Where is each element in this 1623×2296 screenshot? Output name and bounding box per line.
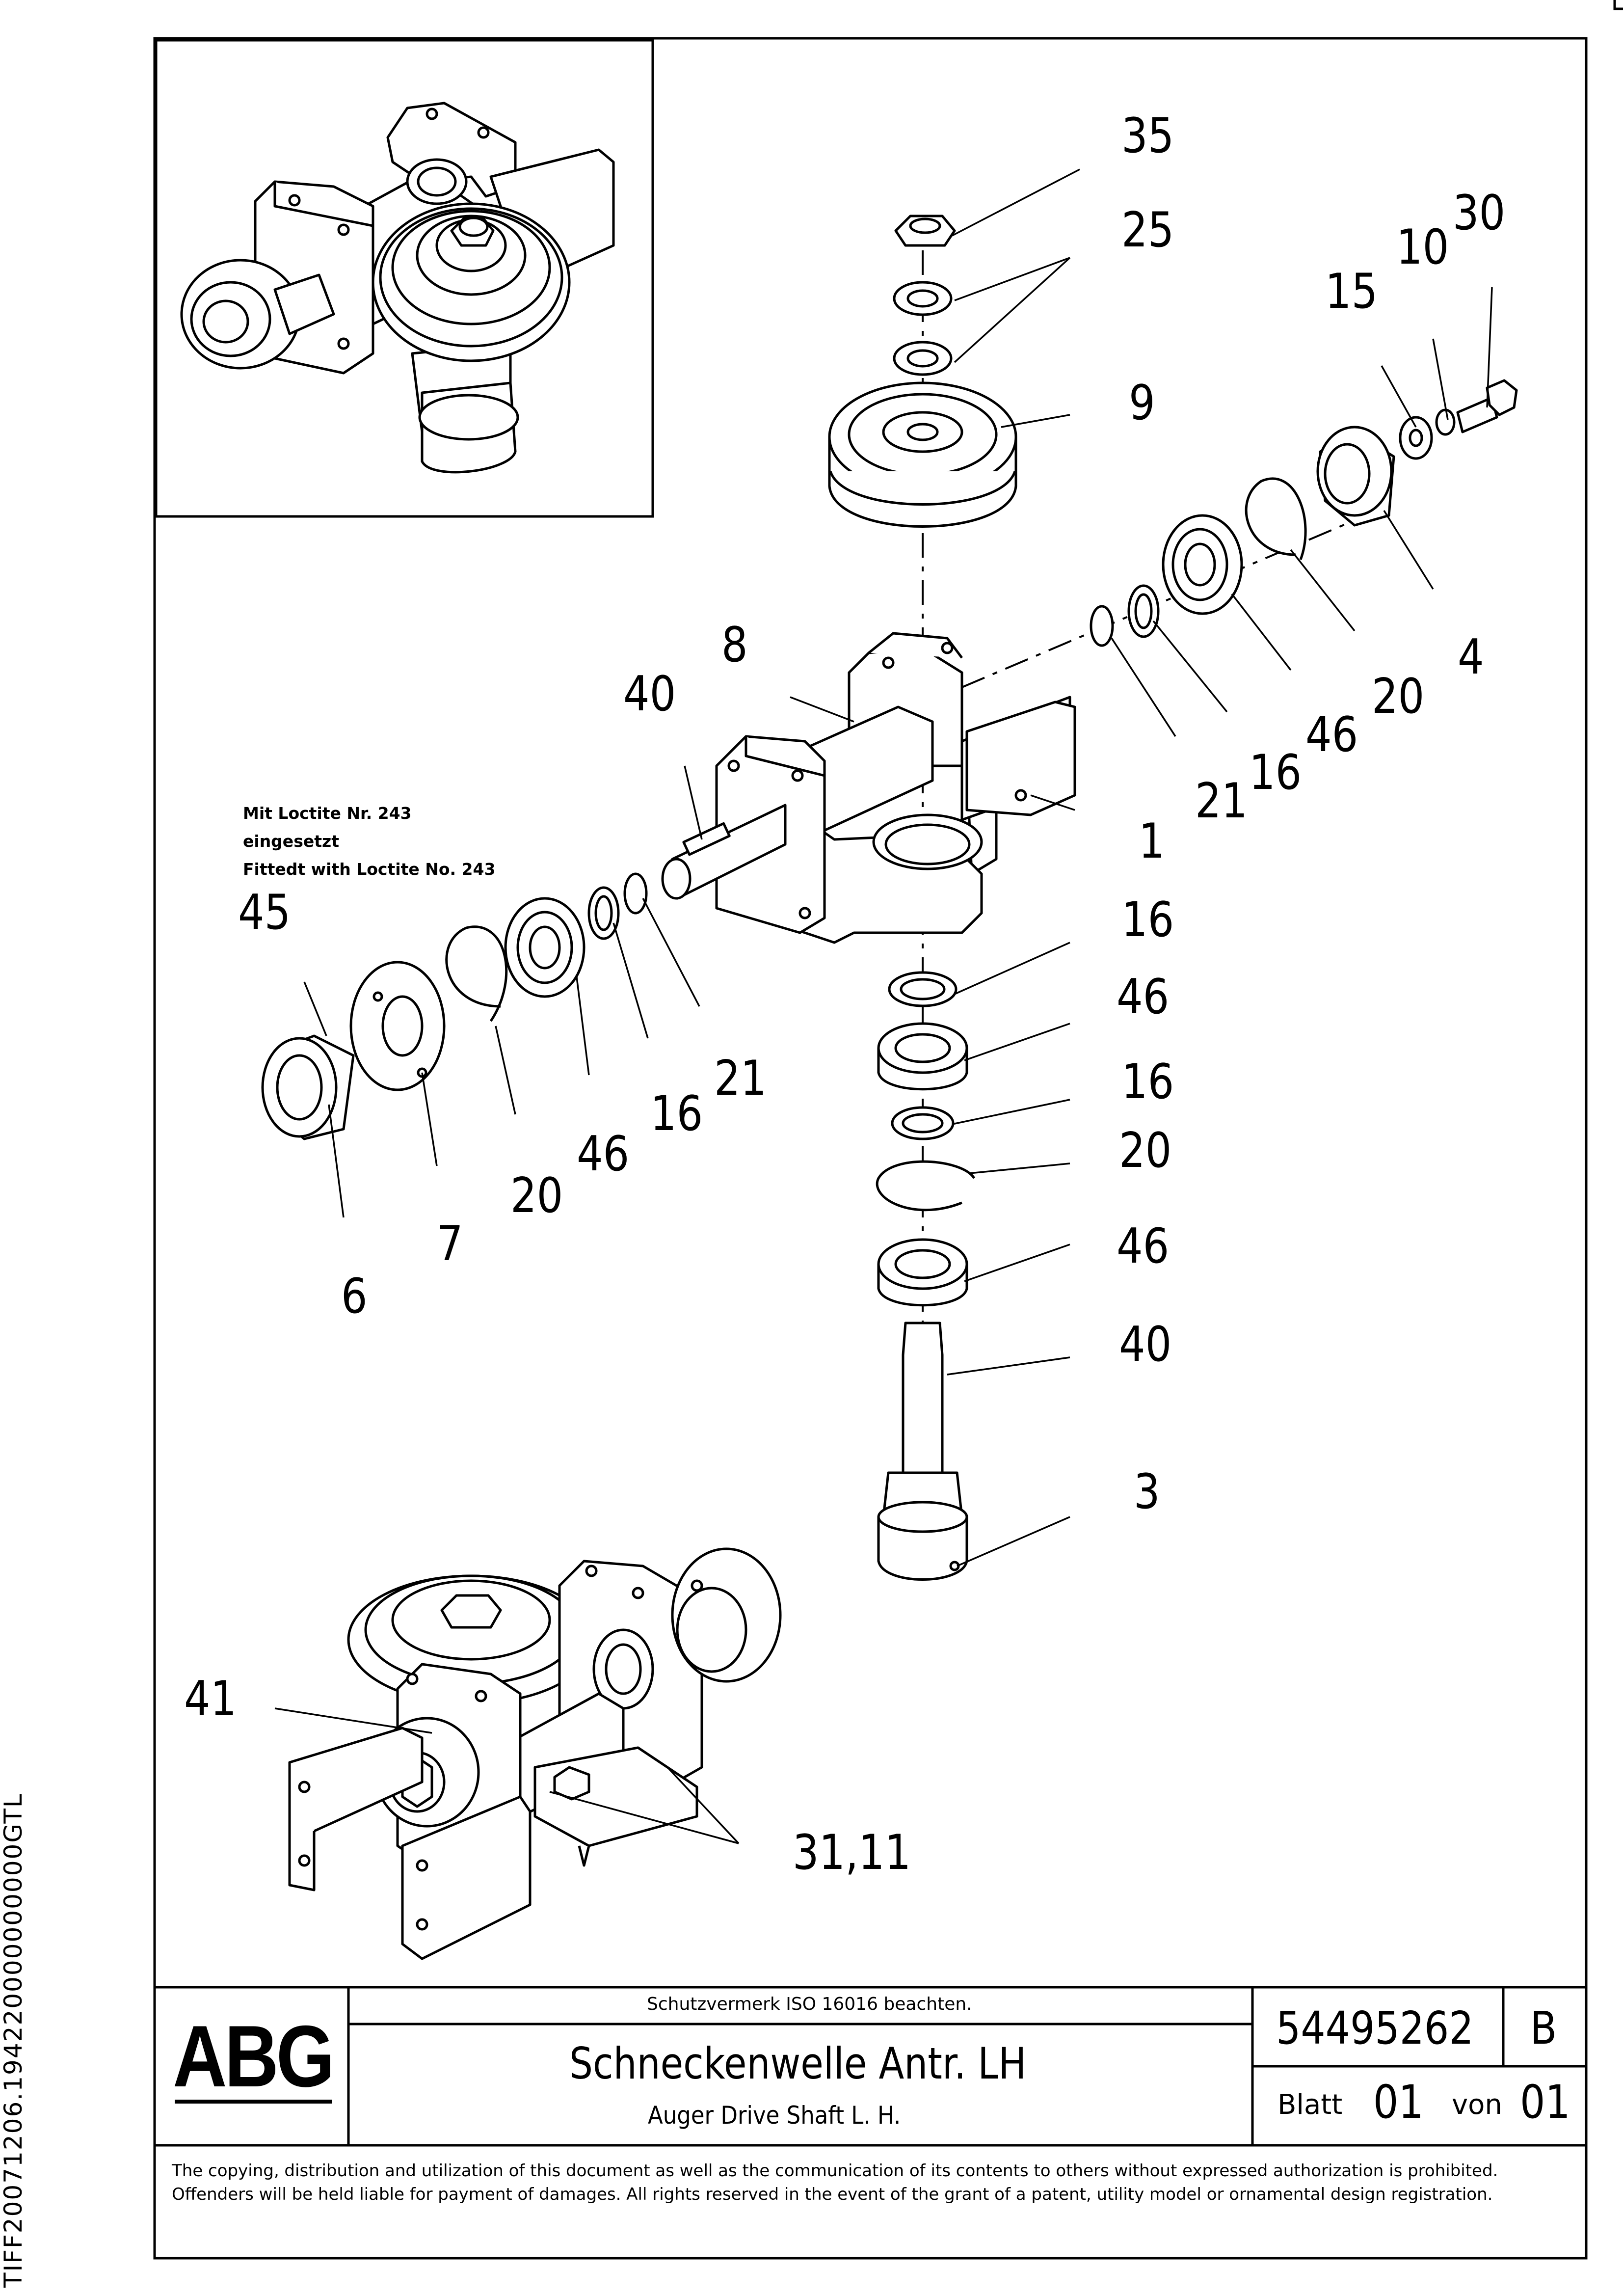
- loctite-note-line3: Fittedt with Loctite No. 243: [243, 860, 496, 879]
- callout-20-lower: 20: [1119, 1123, 1172, 1179]
- loctite-note-line2: eingesetzt: [243, 832, 339, 851]
- loctite-note: Mit Loctite Nr. 243 eingesetzt Fittedt w…: [243, 799, 495, 883]
- callout-21-left: 21: [714, 1051, 767, 1107]
- callout-25: 25: [1121, 202, 1174, 258]
- sheet-number: 01: [1373, 2076, 1424, 2129]
- callout-20-left: 20: [510, 1168, 563, 1224]
- callout-30: 30: [1453, 185, 1506, 241]
- callout-31-11: 31,11: [793, 1825, 911, 1881]
- callout-40-lower: 40: [1119, 1317, 1172, 1373]
- callout-9: 9: [1129, 375, 1155, 431]
- callout-46-left: 46: [577, 1126, 630, 1182]
- callout-6: 6: [341, 1269, 368, 1324]
- callout-40-top: 40: [623, 666, 676, 722]
- callout-16-left: 16: [650, 1086, 703, 1142]
- callout-46-b: 46: [1117, 1218, 1170, 1274]
- assembled-view-bottom: [288, 1547, 782, 1960]
- callout-16-a: 16: [1121, 892, 1174, 948]
- callout-45: 45: [238, 885, 291, 941]
- sheet-frame: [153, 37, 1588, 2260]
- part-number: 54495262: [1276, 2002, 1474, 2054]
- inset-view-frame: [155, 39, 654, 518]
- loctite-note-line1: Mit Loctite Nr. 243: [243, 804, 412, 823]
- callout-10: 10: [1396, 219, 1449, 275]
- callout-20-right: 20: [1372, 669, 1425, 725]
- callout-15: 15: [1325, 264, 1378, 320]
- protection-notice: Schutzvermerk ISO 16016 beachten.: [647, 1994, 972, 2014]
- callout-21-right: 21: [1195, 773, 1248, 829]
- title-german: Schneckenwelle Antr. LH: [569, 2038, 1027, 2089]
- leader-lines: [274, 168, 1493, 1844]
- callout-16-right: 16: [1249, 745, 1302, 801]
- inset-assembly-view: [180, 102, 615, 474]
- callout-41: 41: [184, 1671, 237, 1727]
- revision: B: [1530, 2002, 1557, 2054]
- exploded-view: [261, 215, 1518, 1581]
- of-label: von: [1452, 2089, 1502, 2121]
- copyright-notice: The copying, distribution and utilizatio…: [172, 2161, 1498, 2204]
- callout-1: 1: [1139, 813, 1165, 869]
- abg-logo: ABG: [173, 2007, 335, 2105]
- title-english: Auger Drive Shaft L. H.: [648, 2101, 901, 2130]
- logo-underline: [175, 2100, 332, 2104]
- callout-35: 35: [1121, 108, 1174, 164]
- callout-16-b: 16: [1121, 1054, 1174, 1110]
- side-file-code: TIFF20071206.194220000000000GTL: [0, 1793, 27, 2288]
- callout-46-a: 46: [1117, 969, 1170, 1025]
- callout-46-right: 46: [1305, 707, 1358, 763]
- sheet-label: Blatt: [1277, 2089, 1343, 2121]
- callout-3: 3: [1134, 1464, 1160, 1520]
- callout-8: 8: [721, 617, 748, 673]
- callout-4: 4: [1458, 629, 1484, 685]
- sheet-total: 01: [1520, 2076, 1570, 2129]
- callout-7: 7: [437, 1216, 463, 1272]
